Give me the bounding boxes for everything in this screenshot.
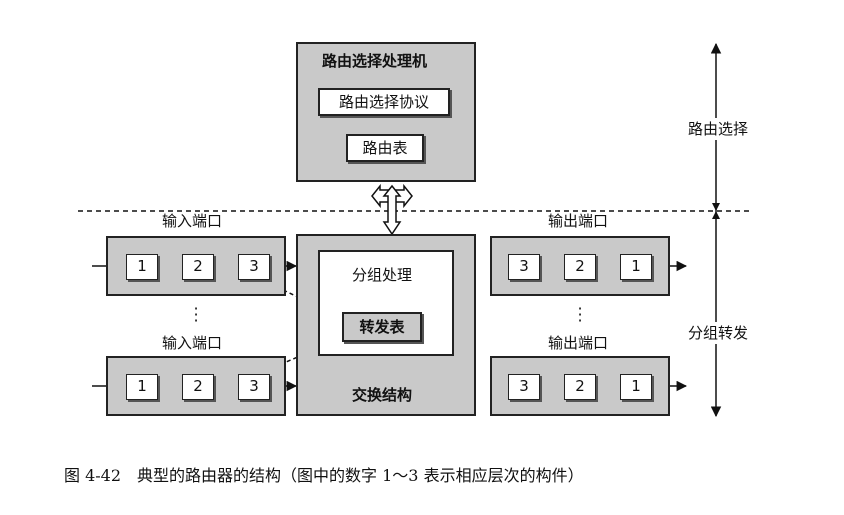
output-port-label-top: 输出端口 [548, 212, 609, 230]
input-top-cell-1: 1 [126, 254, 158, 280]
vertical-double-arrow [382, 184, 402, 236]
input-bottom-cell-1: 1 [126, 374, 158, 400]
routing-table-box: 路由表 [346, 134, 424, 162]
input-top-cell-3: 3 [238, 254, 270, 280]
switch-fabric-label: 交换结构 [352, 386, 413, 404]
input-port-label-top: 输入端口 [162, 212, 223, 230]
output-top-cell-2: 2 [564, 254, 596, 280]
output-bottom-cell-1: 1 [620, 374, 652, 400]
output-top-cell-3: 3 [508, 254, 540, 280]
routing-protocol-box: 路由选择协议 [318, 88, 450, 116]
input-bottom-cell-3: 3 [238, 374, 270, 400]
figure-caption: 图 4-42 典型的路由器的结构（图中的数字 1～3 表示相应层次的构件） [64, 466, 584, 485]
forwarding-layer-label: 分组转发 [688, 322, 749, 344]
output-bottom-cell-2: 2 [564, 374, 596, 400]
input-top-cell-2: 2 [182, 254, 214, 280]
axis-split-arrows [712, 203, 720, 219]
output-port-label-bottom: 输出端口 [548, 334, 609, 352]
output-ellipsis: ··· [577, 299, 583, 330]
routing-processor-title: 路由选择处理机 [322, 52, 428, 70]
packet-processing-label: 分组处理 [352, 266, 413, 284]
input-ellipsis: ··· [193, 299, 199, 330]
routing-layer-label: 路由选择 [688, 118, 749, 140]
input-port-label-bottom: 输入端口 [162, 334, 223, 352]
forwarding-table-box: 转发表 [342, 312, 422, 342]
input-bottom-cell-2: 2 [182, 374, 214, 400]
output-top-cell-1: 1 [620, 254, 652, 280]
output-bottom-cell-3: 3 [508, 374, 540, 400]
